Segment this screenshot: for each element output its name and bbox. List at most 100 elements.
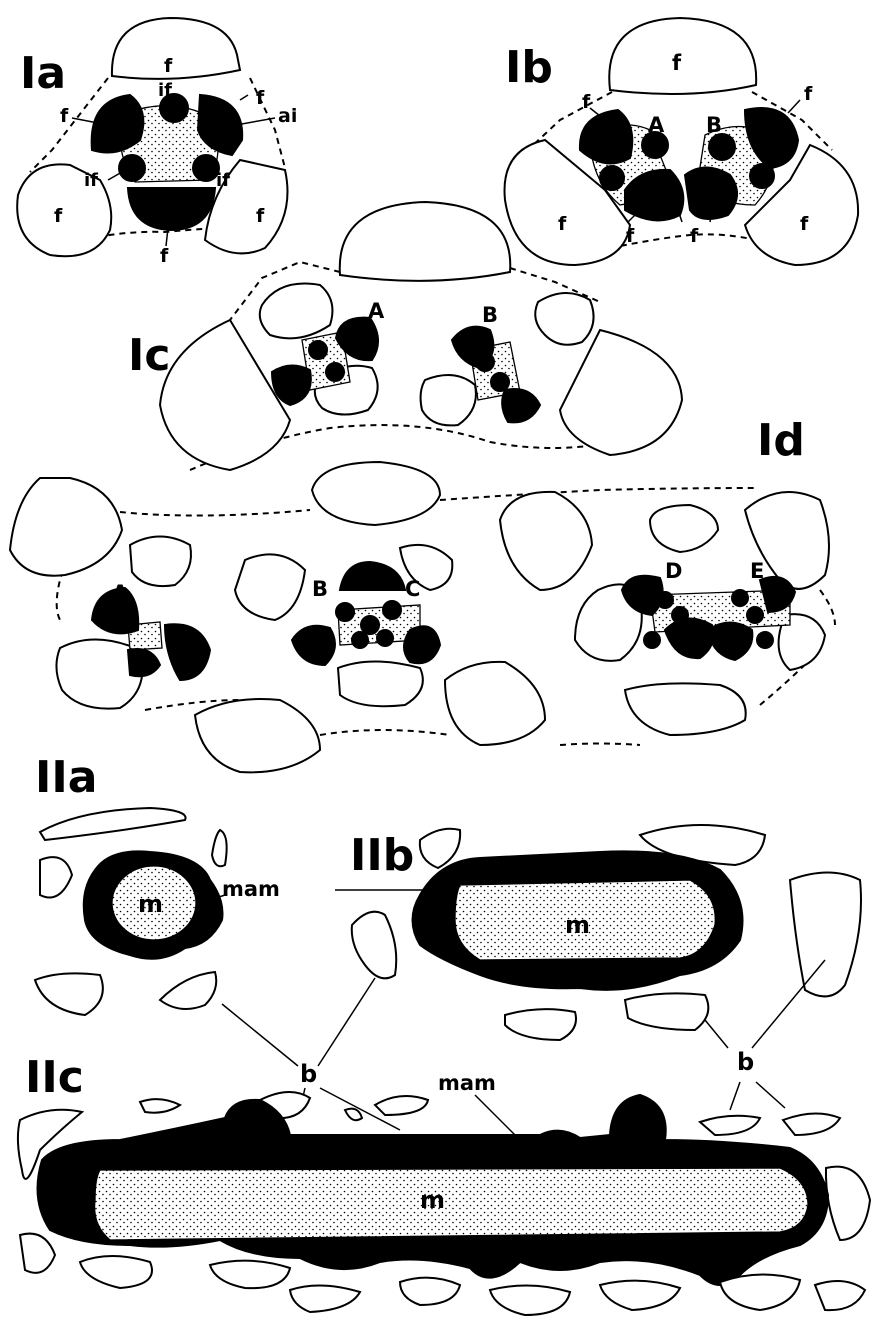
vascular-bundle xyxy=(326,363,344,381)
fiber-cell xyxy=(609,18,756,94)
fiber-cell xyxy=(10,478,122,576)
bundle-sheath-cell xyxy=(815,1281,865,1310)
panel-label-IIb: IIb xyxy=(350,830,414,881)
label-B: B xyxy=(706,113,722,137)
label-m: m xyxy=(565,911,590,939)
bundle-sheath-cell xyxy=(700,1116,760,1135)
fiber-cell xyxy=(560,330,682,455)
bundle-sheath-cell xyxy=(490,1285,570,1315)
leader-line xyxy=(788,100,800,113)
fiber-cell xyxy=(338,662,423,707)
label-mam: mam xyxy=(438,1071,496,1095)
label-f: f xyxy=(800,213,809,235)
fiber-cell xyxy=(445,662,545,745)
vascular-bundle xyxy=(672,607,688,623)
label-C: C xyxy=(405,577,420,601)
fiber-cap xyxy=(404,626,440,663)
leader-line xyxy=(222,1004,298,1066)
fiber-cell xyxy=(625,683,746,735)
bundle-sheath-cell xyxy=(345,1109,362,1121)
label-m: m xyxy=(420,1186,445,1214)
panel-label-Id: Id xyxy=(757,415,805,466)
label-D: D xyxy=(665,559,682,583)
label-A: A xyxy=(368,299,385,323)
bundle-sheath-cell xyxy=(140,1099,180,1113)
bundle-sheath-cell xyxy=(80,1256,152,1288)
label-if: if xyxy=(84,170,98,191)
label-ai: ai xyxy=(278,105,297,127)
bundle-sheath-cell xyxy=(290,1285,360,1312)
vascular-bundle xyxy=(309,341,327,359)
vascular-bundle xyxy=(361,616,379,634)
leader-line xyxy=(756,1082,785,1108)
label-f: f xyxy=(690,225,699,247)
panel-Ib: Ib f f f A B f f f f xyxy=(505,18,859,265)
fiber-cell xyxy=(535,293,593,345)
label-m: m xyxy=(138,890,163,918)
label-b: b xyxy=(300,1060,317,1088)
label-f: f xyxy=(672,51,682,75)
fiber-cell xyxy=(195,699,320,772)
vascular-bundle xyxy=(750,164,774,188)
fiber-cell xyxy=(160,320,290,470)
bundle-sheath-cell xyxy=(160,972,216,1009)
bundle-sheath-cell xyxy=(40,808,186,840)
fiber-cap xyxy=(685,168,737,220)
fiber-cap xyxy=(92,95,144,152)
label-if: if xyxy=(216,170,230,191)
label-f: f xyxy=(164,55,173,77)
label-B: B xyxy=(312,577,328,601)
panel-IIc: IIc b b mam m xyxy=(18,960,870,1315)
fiber-cell xyxy=(650,505,718,552)
label-E: E xyxy=(750,559,764,583)
vascular-bundle xyxy=(747,607,763,623)
vascular-bundle xyxy=(600,166,624,190)
fiber-cell xyxy=(340,202,511,281)
fiber-cap xyxy=(708,623,752,661)
vascular-bundle xyxy=(757,632,773,648)
panel-Ia: Ia f if f f ai if if f f f xyxy=(17,18,297,267)
bundle-sheath-cell xyxy=(826,1167,870,1240)
label-f: f xyxy=(54,205,63,227)
bundle-sheath-cell xyxy=(400,1278,460,1305)
label-A: A xyxy=(648,113,665,137)
label-if: if xyxy=(158,80,172,101)
label-f: f xyxy=(804,83,813,105)
bundle-sheath-cell xyxy=(20,1234,55,1273)
vascular-bundle xyxy=(657,592,673,608)
label-f: f xyxy=(256,205,265,227)
bundle-sheath-cell xyxy=(375,1096,428,1115)
vascular-bundle xyxy=(377,630,393,646)
bundle-sheath-cell xyxy=(720,1274,800,1310)
label-f: f xyxy=(256,87,265,109)
leader-line xyxy=(240,95,248,100)
bundle-sheath-cell xyxy=(505,1009,576,1040)
vascular-bundle xyxy=(476,353,494,371)
leader-line xyxy=(318,978,375,1066)
label-f: f xyxy=(626,225,635,247)
stippled-core xyxy=(95,1168,808,1240)
fiber-cell xyxy=(235,554,305,620)
panel-Id: Id xyxy=(10,415,835,772)
vascular-bundle xyxy=(709,134,735,160)
bundle-sheath-cell xyxy=(352,912,396,979)
fiber-cell xyxy=(130,537,191,587)
bundle-sheath-cell xyxy=(790,873,861,997)
fiber-cell xyxy=(421,375,476,425)
vascular-bundle xyxy=(119,155,145,181)
panel-label-IIa: IIa xyxy=(35,752,97,803)
bundle-sheath-cell xyxy=(40,857,72,897)
label-f: f xyxy=(60,105,69,127)
bundle-sheath-cell xyxy=(420,829,460,868)
panel-label-Ic: Ic xyxy=(128,330,170,381)
vascular-bundle xyxy=(383,601,401,619)
fiber-cell xyxy=(500,492,592,590)
fiber-cap xyxy=(128,188,215,230)
leader-line xyxy=(730,1082,740,1110)
bundle-sheath-cell xyxy=(212,830,227,866)
label-B: B xyxy=(482,303,498,327)
bundle-sheath-cell xyxy=(35,973,103,1015)
fiber-cell xyxy=(312,462,440,525)
leader-line xyxy=(108,172,122,180)
